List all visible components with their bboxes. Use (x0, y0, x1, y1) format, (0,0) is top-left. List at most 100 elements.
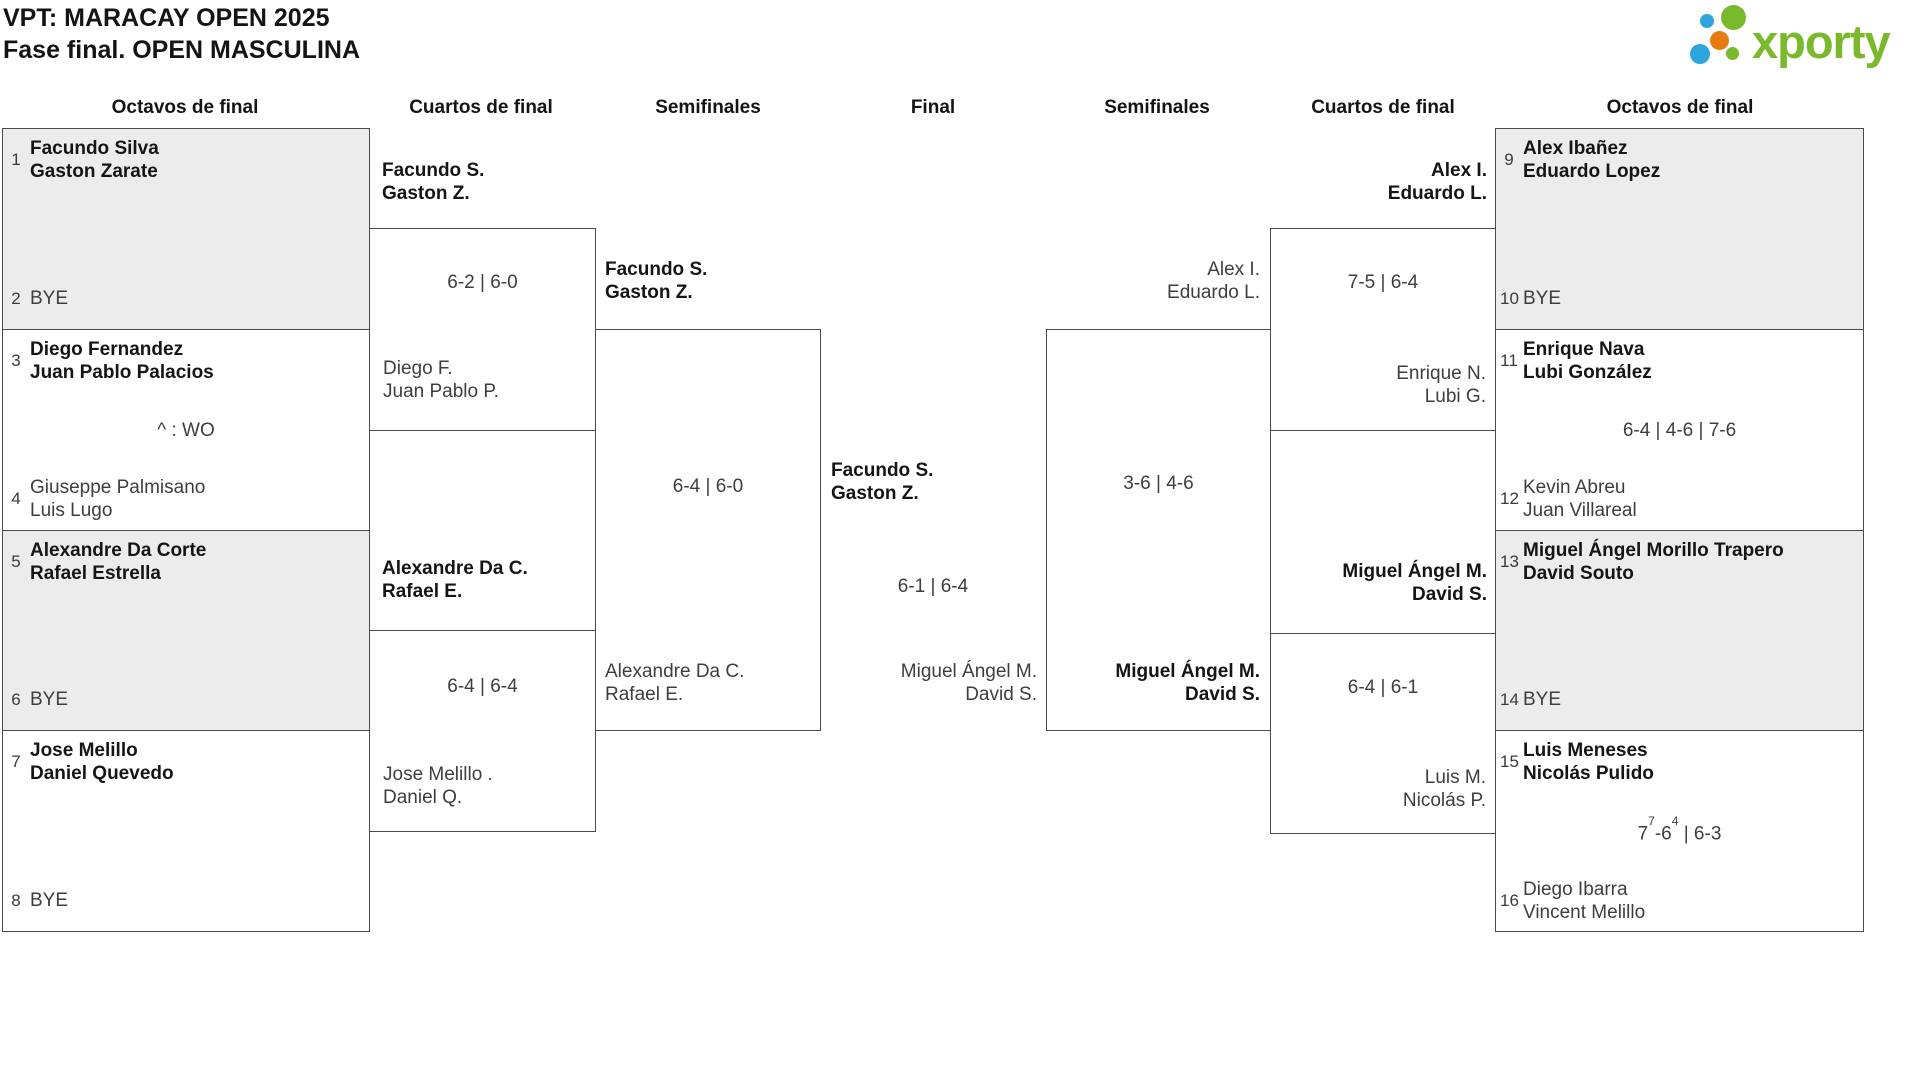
player-name: Juan Pablo P. (383, 381, 499, 402)
player-name: Giuseppe Palmisano (30, 477, 206, 498)
player-name: Kevin Abreu (1523, 477, 1626, 498)
seed-number: 13 (1500, 552, 1519, 571)
team-names: Diego Fernandez Juan Pablo Palacios (30, 338, 214, 384)
logo-dot-icon (1710, 31, 1729, 50)
team-names: Alex Ibañez Eduardo Lopez (1523, 137, 1660, 183)
round-header-semifinales-right: Semifinales (1104, 97, 1210, 118)
seed-number: 5 (11, 552, 21, 571)
seed-number: 14 (1500, 689, 1519, 709)
player-name: Facundo S. (831, 460, 934, 481)
player-name: Vincent Melillo (1523, 902, 1646, 923)
logo-dot-icon (1690, 44, 1710, 64)
match-note-walkover: ^ : WO (157, 420, 215, 441)
team-names: Alexandre Da Corte Rafael Estrella (30, 539, 206, 585)
match-box-cuartos-right-2: 6-4 | 6-1 Luis M. Nicolás P. (1270, 633, 1496, 834)
player-name: Gaston Z. (382, 183, 470, 204)
player-name: David S. (1412, 584, 1487, 605)
player-name: Miguel Ángel Morillo Trapero (1523, 540, 1784, 561)
seed-number: 3 (11, 351, 21, 370)
seed-number: 1 (11, 150, 21, 169)
player-name: Gaston Zarate (30, 161, 158, 182)
team-names: Luis M. Nicolás P. (1403, 766, 1486, 812)
match-score: 6-4 | 6-4 (447, 676, 518, 697)
player-name: David Souto (1523, 563, 1634, 584)
seed-number: 15 (1500, 752, 1519, 771)
match-score: 6-4 | 6-1 (1347, 677, 1419, 698)
tiebreak-superscript: 4 (1671, 814, 1679, 828)
team-names: Kevin Abreu Juan Villareal (1523, 476, 1637, 522)
advancing-team-label: Alex I. Eduardo L. (1167, 258, 1260, 304)
round-header-semifinales-left: Semifinales (655, 97, 761, 118)
seed-number: 11 (1500, 351, 1518, 370)
player-name: Juan Villareal (1523, 500, 1637, 521)
match-score: 7-5 | 6-4 (1347, 272, 1419, 293)
player-name: Nicolás Pulido (1523, 763, 1654, 784)
logo-dot-icon (1721, 5, 1746, 30)
player-name: Diego F. (383, 358, 453, 379)
player-name: Facundo S. (605, 259, 708, 280)
advancing-team-label: Alexandre Da C. Rafael E. (382, 557, 528, 603)
player-name: Rafael E. (605, 684, 684, 705)
player-name: Daniel Q. (383, 787, 463, 808)
team-names: Miguel Ángel Morillo Trapero David Souto (1523, 539, 1784, 585)
player-name: Facundo S. (382, 160, 485, 181)
player-name: Luis Meneses (1523, 740, 1648, 761)
seed-number: 10 (1500, 288, 1519, 308)
player-name: Gaston Z. (605, 282, 693, 303)
match-box-cuartos-left-2: 6-4 | 6-4 Jose Melillo . Daniel Q. (369, 630, 596, 832)
player-name: Luis M. (1424, 767, 1486, 788)
player-name: Luis Lugo (30, 500, 113, 521)
player-name: Facundo Silva (30, 138, 159, 159)
bye-label: BYE (30, 689, 69, 710)
player-name: Enrique Nava (1523, 339, 1645, 360)
tiebreak-superscript: 7 (1648, 814, 1655, 828)
player-name: Miguel Ángel M. (900, 661, 1037, 682)
match-box-cuartos-left-1: 6-2 | 6-0 Diego F. Juan Pablo P. (369, 228, 596, 431)
advancing-team-label: Facundo S. Gaston Z. (605, 258, 707, 304)
player-name: Eduardo Lopez (1523, 161, 1661, 182)
team-names: Diego F. Juan Pablo P. (383, 357, 499, 403)
seed-number: 12 (1500, 489, 1519, 508)
logo-dot-icon (1726, 47, 1739, 60)
match-score: 6-4 | 6-0 (672, 476, 744, 497)
match-box-octavos-8: 15 Luis Meneses Nicolás Pulido 77-64 | 6… (1495, 730, 1864, 932)
player-name: Jose Melillo (30, 740, 138, 761)
bye-label: BYE (1523, 288, 1562, 309)
player-name: Alex Ibañez (1523, 138, 1628, 159)
team-names: Enrique N. Lubi G. (1396, 362, 1486, 408)
player-name: Alex I. (1431, 160, 1487, 181)
team-names: Giuseppe Palmisano Luis Lugo (30, 476, 205, 522)
final-score: 6-1 | 6-4 (897, 576, 969, 597)
round-header-octavos-left: Octavos de final (111, 97, 259, 118)
player-name: Gaston Z. (831, 483, 919, 504)
team-names: Facundo Silva Gaston Zarate (30, 137, 159, 183)
bye-label: BYE (30, 288, 69, 309)
player-name: Juan Pablo Palacios (30, 362, 214, 383)
champion-team-label: Facundo S. Gaston Z. (831, 459, 933, 505)
team-names: Jose Melillo Daniel Quevedo (30, 739, 174, 785)
round-header-cuartos-right: Cuartos de final (1311, 97, 1455, 118)
match-box-octavos-1: 1 Facundo Silva Gaston Zarate 2 BYE (2, 128, 370, 330)
logo-dot-icon (1700, 14, 1714, 28)
advancing-team-label: Alex I. Eduardo L. (1388, 159, 1487, 205)
player-name: Eduardo L. (1167, 282, 1260, 303)
bye-label: BYE (30, 890, 69, 911)
match-box-octavos-4: 7 Jose Melillo Daniel Quevedo 8 BYE (2, 730, 370, 932)
match-score: 3-6 | 4-6 (1123, 473, 1194, 494)
round-header-octavos-right: Octavos de final (1606, 97, 1754, 118)
player-name: Nicolás P. (1402, 790, 1486, 811)
team-names: Enrique Nava Lubi González (1523, 338, 1652, 384)
seed-number: 4 (11, 489, 21, 508)
player-name: Alexandre Da C. (605, 661, 745, 682)
advancing-team-label: Miguel Ángel M. David S. (1115, 660, 1260, 706)
advancing-team-label: Miguel Ángel M. David S. (1342, 560, 1487, 606)
seed-number: 9 (1504, 150, 1514, 169)
seed-number: 7 (11, 752, 21, 771)
player-name: Miguel Ángel M. (1115, 661, 1260, 682)
player-name: Rafael Estrella (30, 563, 161, 584)
match-score: 6-4 | 4-6 | 7-6 (1622, 420, 1737, 441)
match-box-octavos-5: 9 Alex Ibañez Eduardo Lopez 10 BYE (1495, 128, 1864, 330)
player-name: Miguel Ángel M. (1342, 561, 1487, 582)
player-name: Lubi G. (1424, 386, 1486, 407)
advancing-team-label: Alexandre Da C. Rafael E. (605, 660, 744, 706)
